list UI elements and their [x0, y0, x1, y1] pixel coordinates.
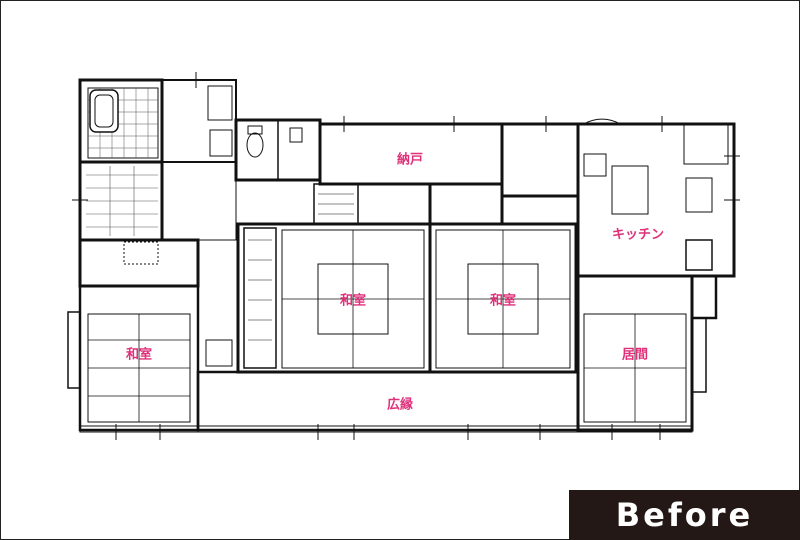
washitsu-center-room: [236, 222, 432, 374]
before-badge: Before: [569, 490, 800, 540]
ima-room: [576, 274, 718, 432]
hiroen-corridor: [79, 370, 693, 433]
washitsu-center-label: 和室: [339, 293, 367, 309]
before-badge-label: Before: [615, 496, 754, 534]
bathroom: [78, 78, 164, 164]
nando-room: [313, 122, 580, 226]
washitsu-left-label: 和室: [125, 347, 153, 363]
kitchen-label: キッチン: [611, 227, 665, 243]
left-wing: [67, 160, 237, 432]
dimension-ticks: [72, 72, 740, 440]
kitchen-room: [576, 118, 736, 278]
nando-label: 納戸: [396, 152, 424, 168]
ima-label: 居間: [621, 347, 649, 363]
hiroen-label: 広縁: [386, 397, 414, 413]
washroom: [161, 79, 237, 163]
toilets: [234, 118, 322, 182]
washitsu-right-label: 和室: [489, 293, 517, 309]
